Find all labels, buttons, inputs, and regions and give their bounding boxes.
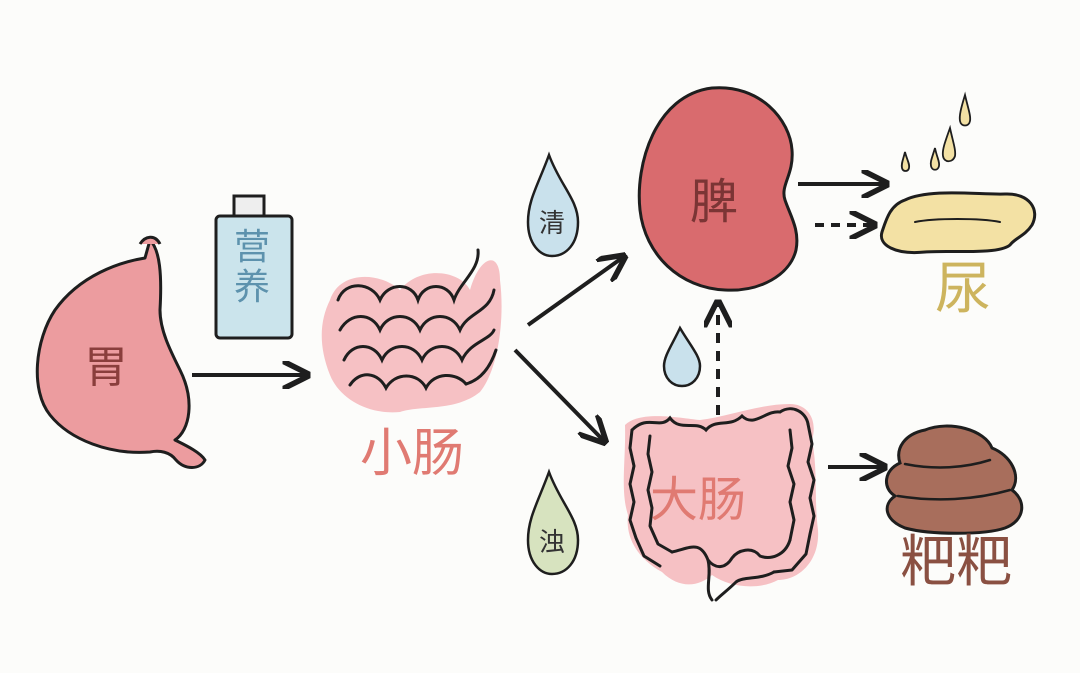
clear-drop-icon xyxy=(526,151,580,258)
feces-icon xyxy=(885,424,1024,535)
stomach-icon xyxy=(35,235,207,469)
urine-drop-icon xyxy=(929,147,941,171)
urine-label: 尿 xyxy=(935,257,991,322)
kidney-label: 脾 xyxy=(690,174,739,230)
small-intestine-icon xyxy=(321,248,502,413)
large-intestine-icon xyxy=(623,404,819,602)
large-intestine-label: 大肠 xyxy=(650,472,747,528)
clear-label: 清 xyxy=(539,209,566,239)
small-intestine-label: 小肠 xyxy=(360,424,465,484)
stomach-label: 胃 xyxy=(84,342,128,393)
urine-drop-icon xyxy=(900,151,911,172)
kidney-icon xyxy=(637,86,799,292)
arrow-to-large-intestine xyxy=(513,348,603,440)
feces-label: 粑粑 xyxy=(900,530,1012,595)
bottle-icon xyxy=(214,194,294,340)
water-drop-icon xyxy=(662,325,702,388)
nutrition-label: 营养 xyxy=(233,227,270,308)
turbid-drop-icon xyxy=(526,468,580,576)
turbid-label: 浊 xyxy=(539,528,566,558)
urine-drop-icon xyxy=(941,124,957,163)
urine-puddle-icon xyxy=(879,191,1037,255)
arrow-to-kidney xyxy=(526,258,622,327)
urine-drop-icon xyxy=(958,91,972,127)
